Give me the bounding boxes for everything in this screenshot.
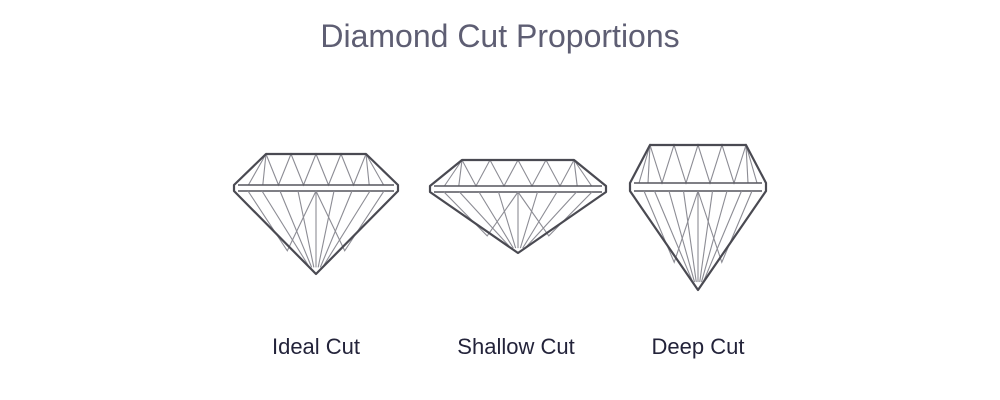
ideal-cut-diamond bbox=[232, 152, 400, 276]
pavilion-facet bbox=[319, 190, 353, 268]
pavilion-main-right bbox=[517, 191, 593, 237]
pavilion-facet bbox=[668, 190, 696, 283]
pavilion-main-left bbox=[643, 190, 699, 264]
pavilion-facet bbox=[700, 190, 728, 283]
pavilion-facet bbox=[261, 190, 310, 268]
pavilion-main-left bbox=[247, 190, 317, 252]
pavilion-facet bbox=[459, 191, 512, 249]
crown-facets bbox=[247, 152, 385, 187]
crown-facets bbox=[443, 158, 593, 188]
shallow-cut-label: Shallow Cut bbox=[457, 334, 575, 359]
pavilion-facet bbox=[682, 190, 697, 283]
pavilion-facet bbox=[297, 190, 315, 268]
diamond-outline bbox=[428, 158, 608, 255]
crown-facet-left bbox=[262, 153, 267, 186]
pavilion-facet bbox=[322, 190, 371, 268]
pavilion-facet bbox=[653, 190, 694, 283]
deep-cut-diamond bbox=[628, 143, 768, 292]
pavilion-facet bbox=[478, 191, 514, 249]
deep-cut-label: Deep Cut bbox=[651, 334, 745, 359]
pavilion-main-right bbox=[697, 190, 753, 264]
crown-facet-left bbox=[647, 144, 651, 184]
pavilion-facet bbox=[702, 190, 743, 283]
crown-facet-right bbox=[745, 144, 749, 184]
shallow-cut-diamond bbox=[428, 158, 608, 255]
crown-facet-left bbox=[458, 159, 463, 187]
crown-facets bbox=[638, 143, 758, 185]
pavilion-facet bbox=[699, 190, 714, 283]
pavilion-facet bbox=[317, 190, 335, 268]
diagram-title: Diamond Cut Proportions bbox=[320, 18, 680, 54]
pavilion-main-left bbox=[443, 191, 519, 237]
pavilion-facet bbox=[497, 191, 517, 249]
crown-facet-right bbox=[365, 153, 370, 186]
pavilion-facet bbox=[524, 191, 577, 249]
pavilion-main-right bbox=[315, 190, 385, 252]
diamond-outline bbox=[628, 143, 768, 292]
diamond-outline bbox=[232, 152, 400, 276]
crown-facet-right bbox=[573, 159, 578, 187]
pavilion-facet bbox=[522, 191, 558, 249]
pavilion-facet bbox=[279, 190, 313, 268]
pavilion-facet bbox=[519, 191, 539, 249]
ideal-cut-label: Ideal Cut bbox=[271, 334, 361, 359]
